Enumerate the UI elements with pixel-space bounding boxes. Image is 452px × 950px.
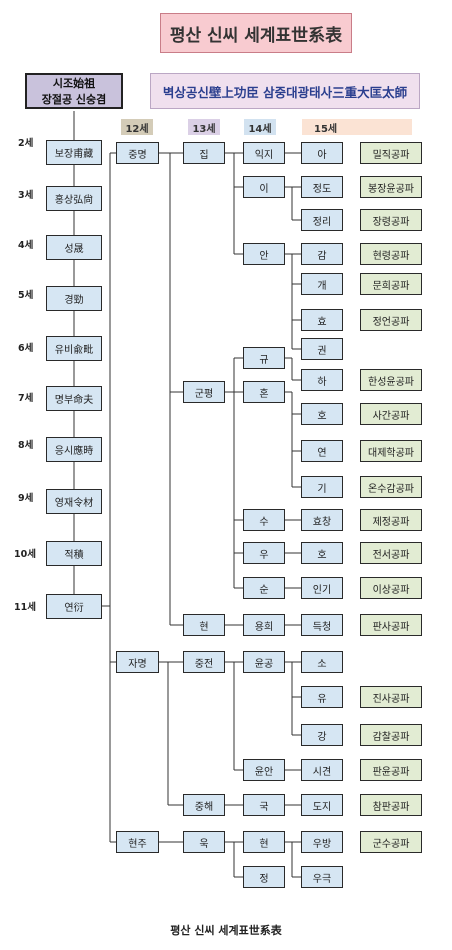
gen15-node: 도지 <box>301 794 343 816</box>
gen15-node: 강 <box>301 724 343 746</box>
clan-branch: 참판공파 <box>360 794 422 816</box>
gen14-node: 국 <box>243 794 285 816</box>
gen14-node: 윤안 <box>243 759 285 781</box>
clan-branch: 군수공파 <box>360 831 422 853</box>
gen14-node: 우 <box>243 542 285 564</box>
clan-branch: 전서공파 <box>360 542 422 564</box>
generation-label: 6세 <box>18 343 34 354</box>
gen15-node: 유 <box>301 686 343 708</box>
gen15-node: 기 <box>301 476 343 498</box>
gen13-node: 중해 <box>183 794 225 816</box>
gen14-node: 용희 <box>243 614 285 636</box>
gen15-node: 효 <box>301 309 343 331</box>
gen14-node: 규 <box>243 347 285 369</box>
gen13-node: 욱 <box>183 831 225 853</box>
ancestor-node: 명부命夫 <box>46 386 102 411</box>
gen14-node: 이 <box>243 176 285 198</box>
gen14-node: 현 <box>243 831 285 853</box>
clan-branch: 장령공파 <box>360 209 422 231</box>
ancestor-node: 보장甫藏 <box>46 140 102 165</box>
gen15-node: 시견 <box>301 759 343 781</box>
gen13-node: 현 <box>183 614 225 636</box>
generation-header-12: 12세 <box>121 119 153 135</box>
gen15-node: 개 <box>301 273 343 295</box>
gen15-node: 호 <box>301 403 343 425</box>
clan-branch: 밀직공파 <box>360 142 422 164</box>
clan-branch: 제정공파 <box>360 509 422 531</box>
generation-label: 7세 <box>18 393 34 404</box>
gen13-node: 중전 <box>183 651 225 673</box>
clan-branch: 문희공파 <box>360 273 422 295</box>
gen15-node: 정리 <box>301 209 343 231</box>
ancestor-node: 적積 <box>46 541 102 566</box>
generation-label: 2세 <box>18 138 34 149</box>
chart-title: 평산 신씨 세계표世系表 <box>160 13 352 53</box>
founder-title-banner: 벽상공신壁上功臣 삼중대광태사三重大匡太師 <box>150 73 420 109</box>
founder-title: 시조始祖 <box>52 77 96 90</box>
gen14-node: 혼 <box>243 381 285 403</box>
gen12-node: 자명 <box>116 651 159 673</box>
generation-header-15: 15세 <box>302 119 412 135</box>
clan-branch: 현령공파 <box>360 243 422 265</box>
gen14-node: 익지 <box>243 142 285 164</box>
gen15-node: 인기 <box>301 577 343 599</box>
gen14-node: 순 <box>243 577 285 599</box>
ancestor-node: 연衍 <box>46 594 102 619</box>
gen15-node: 정도 <box>301 176 343 198</box>
generation-label: 4세 <box>18 240 34 251</box>
clan-branch: 정언공파 <box>360 309 422 331</box>
generation-label: 9세 <box>18 493 34 504</box>
ancestor-node: 응시應時 <box>46 437 102 462</box>
founder-box: 시조始祖 장절공 신숭겸 <box>25 73 123 109</box>
gen12-node: 중명 <box>116 142 159 164</box>
clan-branch: 이상공파 <box>360 577 422 599</box>
clan-branch: 감찰공파 <box>360 724 422 746</box>
ancestor-node: 성晟 <box>46 235 102 260</box>
gen14-node: 수 <box>243 509 285 531</box>
generation-label: 3세 <box>18 190 34 201</box>
gen15-node: 하 <box>301 369 343 391</box>
gen15-node: 권 <box>301 338 343 360</box>
clan-branch: 사간공파 <box>360 403 422 425</box>
ancestor-node: 홍상弘尙 <box>46 186 102 211</box>
generation-label: 5세 <box>18 290 34 301</box>
gen14-node: 정 <box>243 866 285 888</box>
gen15-node: 감 <box>301 243 343 265</box>
clan-branch: 대제학공파 <box>360 440 422 462</box>
gen13-node: 집 <box>183 142 225 164</box>
clan-branch: 판사공파 <box>360 614 422 636</box>
gen15-node: 호 <box>301 542 343 564</box>
founder-name: 장절공 신숭겸 <box>41 93 107 106</box>
gen15-node: 아 <box>301 142 343 164</box>
ancestor-node: 영재令材 <box>46 489 102 514</box>
clan-branch: 온수감공파 <box>360 476 422 498</box>
clan-branch: 한성윤공파 <box>360 369 422 391</box>
clan-branch: 진사공파 <box>360 686 422 708</box>
generation-label: 11세 <box>14 602 36 613</box>
generation-header-14: 14세 <box>244 119 276 135</box>
gen15-node: 우극 <box>301 866 343 888</box>
gen15-node: 소 <box>301 651 343 673</box>
figure-caption: 평산 신씨 세계표世系表 <box>170 924 282 937</box>
gen14-node: 안 <box>243 243 285 265</box>
clan-branch: 봉장윤공파 <box>360 176 422 198</box>
clan-branch: 판윤공파 <box>360 759 422 781</box>
gen15-node: 연 <box>301 440 343 462</box>
gen15-node: 효창 <box>301 509 343 531</box>
gen12-node: 현주 <box>116 831 159 853</box>
gen14-node: 윤공 <box>243 651 285 673</box>
generation-label: 8세 <box>18 440 34 451</box>
generation-header-13: 13세 <box>188 119 220 135</box>
gen15-node: 득청 <box>301 614 343 636</box>
generation-label: 10세 <box>14 549 36 560</box>
ancestor-node: 유비兪毗 <box>46 336 102 361</box>
gen15-node: 우방 <box>301 831 343 853</box>
ancestor-node: 경勁 <box>46 286 102 311</box>
gen13-node: 군평 <box>183 381 225 403</box>
